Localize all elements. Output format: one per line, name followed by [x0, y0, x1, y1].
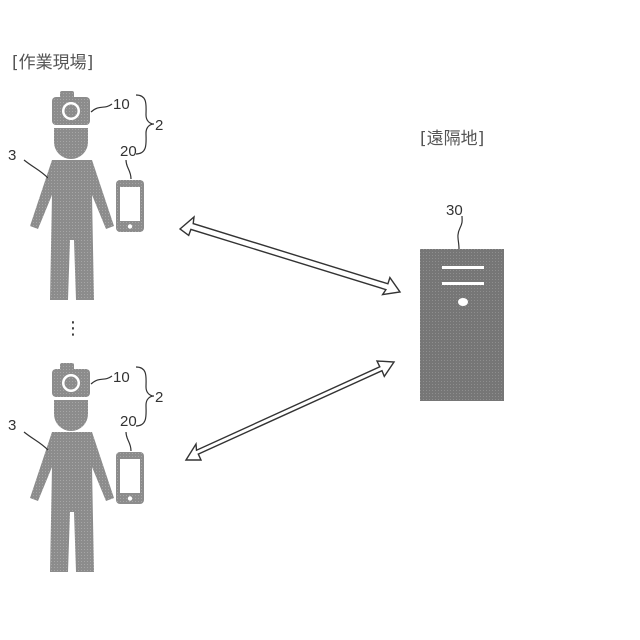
person-ref: 3: [8, 147, 16, 164]
phone-leader: [126, 432, 131, 451]
phone-leader: [126, 160, 131, 179]
camera-leader: [91, 104, 112, 112]
smartphone-icon: [116, 452, 144, 504]
remote-label: [遠隔地]: [420, 129, 484, 149]
person-icon: [30, 400, 114, 572]
person-leader: [24, 432, 48, 450]
camera-leader: [91, 376, 112, 384]
more-workers-ellipsis: ⋮: [64, 318, 82, 339]
phone-ref: 20: [120, 413, 137, 430]
group-brace: [136, 367, 154, 426]
camera-icon: [52, 91, 90, 125]
phone-ref: 20: [120, 143, 137, 160]
person-icon: [30, 128, 114, 300]
server-leader: [458, 216, 462, 249]
group-ref: 2: [155, 389, 163, 406]
double-arrow-icon: [180, 217, 400, 295]
camera-icon: [52, 363, 90, 397]
worker-2: 10 2 20 3: [8, 363, 163, 572]
worker-1: 10 2 20 3: [8, 91, 163, 300]
group-ref: 2: [155, 117, 163, 134]
person-leader: [24, 160, 48, 178]
person-ref: 3: [8, 417, 16, 434]
camera-ref: 10: [113, 369, 130, 386]
double-arrow-icon: [186, 361, 394, 460]
smartphone-icon: [116, 180, 144, 232]
server-icon: 30: [420, 202, 504, 401]
site-label: [作業現場]: [12, 53, 93, 73]
camera-ref: 10: [113, 96, 130, 113]
group-brace: [136, 95, 154, 154]
server-ref: 30: [446, 202, 463, 219]
